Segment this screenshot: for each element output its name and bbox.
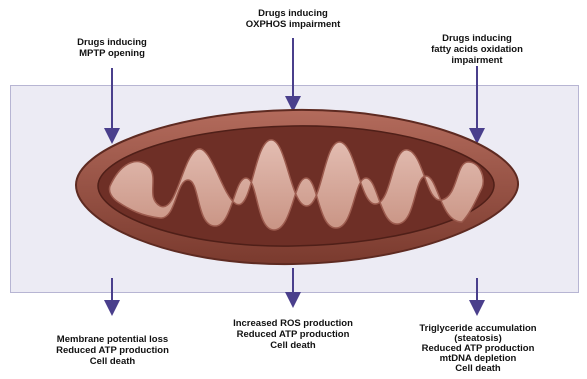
input-left-line-1: Drugs inducing (62, 37, 162, 48)
outcome-right-line-5: Cell death (398, 364, 558, 374)
input-right-line-3: impairment (412, 55, 542, 66)
outcome-label-center: Increased ROS production Reduced ATP pro… (215, 318, 371, 351)
input-label-center: Drugs inducing OXPHOS impairment (233, 8, 353, 30)
outcome-center-line-3: Cell death (215, 340, 371, 351)
mitochondrion-icon (76, 110, 518, 264)
input-label-right: Drugs inducing fatty acids oxidation imp… (412, 33, 542, 66)
input-right-line-2: fatty acids oxidation (412, 44, 542, 55)
outcome-left-line-1: Membrane potential loss (40, 334, 185, 345)
input-left-line-2: MPTP opening (62, 48, 162, 59)
outcome-label-left: Membrane potential loss Reduced ATP prod… (40, 334, 185, 367)
outcome-label-right: Triglyceride accumulation (steatosis) Re… (398, 324, 558, 374)
input-label-left: Drugs inducing MPTP opening (62, 37, 162, 59)
outcome-left-line-3: Cell death (40, 356, 185, 367)
input-center-line-2: OXPHOS impairment (233, 19, 353, 30)
input-center-line-1: Drugs inducing (233, 8, 353, 19)
outcome-left-line-2: Reduced ATP production (40, 345, 185, 356)
input-right-line-1: Drugs inducing (412, 33, 542, 44)
outcome-center-line-2: Reduced ATP production (215, 329, 371, 340)
outcome-center-line-1: Increased ROS production (215, 318, 371, 329)
